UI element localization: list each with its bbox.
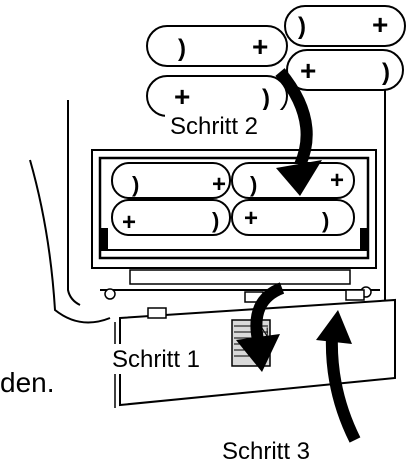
minus-mark: ) (322, 208, 329, 233)
battery-inner-3 (111, 199, 231, 236)
minus-mark: ) (178, 35, 186, 62)
battery-top-2 (284, 5, 406, 47)
minus-mark: ) (212, 208, 219, 233)
plus-mark: + (244, 205, 258, 232)
installed-batteries (111, 162, 355, 236)
plus-mark: + (372, 9, 388, 40)
plus-mark: + (330, 167, 344, 194)
plus-mark: + (212, 171, 226, 198)
arrow-step-3 (316, 310, 361, 443)
plus-mark: + (174, 81, 190, 112)
battery-inner-1 (111, 162, 231, 199)
battery-top-1 (146, 25, 288, 67)
device-body (29, 60, 386, 324)
plus-mark: + (122, 209, 136, 236)
minus-mark: ) (250, 172, 257, 197)
battery-top-4 (286, 49, 404, 91)
minus-mark: ) (132, 172, 139, 197)
cover-marking: N (260, 325, 269, 339)
label-step-2: Schritt 2 (170, 113, 258, 140)
arrow-step-2 (275, 68, 322, 196)
plus-mark: + (300, 55, 316, 86)
label-step-1: Schritt 1 (112, 346, 200, 373)
text-fragment: den. (0, 367, 55, 398)
loose-batteries (146, 5, 406, 117)
arrow-step-1 (236, 282, 285, 372)
plus-mark: + (252, 31, 268, 62)
label-step-3: Schritt 3 (222, 438, 310, 465)
minus-mark: ) (382, 59, 390, 86)
minus-mark: ) (262, 85, 270, 112)
battery-inner-4 (231, 199, 355, 236)
minus-mark: ) (298, 13, 306, 40)
